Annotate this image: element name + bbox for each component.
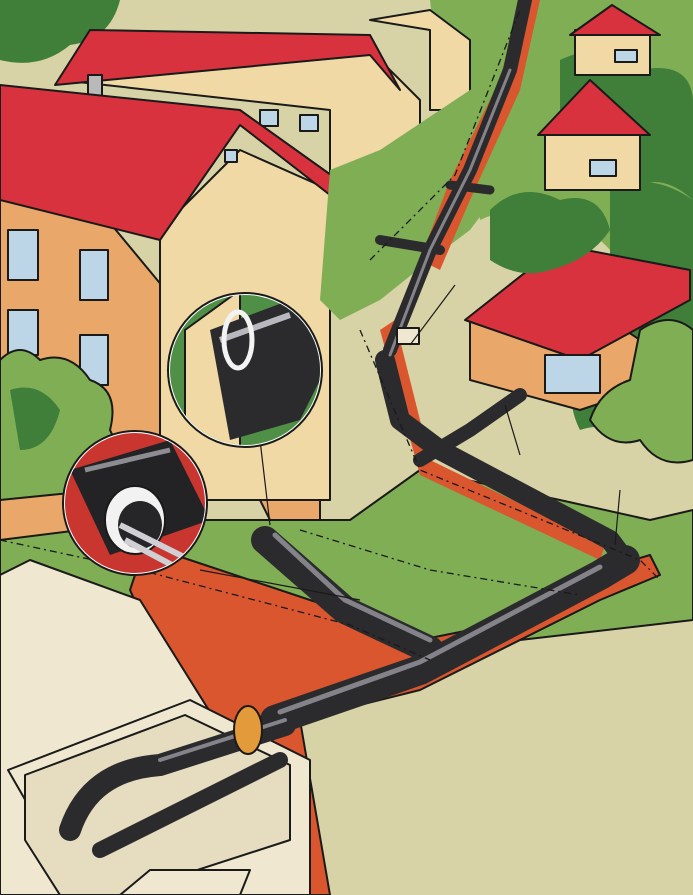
far-house-1	[569, 4, 661, 76]
cable-lines	[0, 9, 661, 661]
pipeline	[251, 0, 640, 735]
trees-right	[490, 192, 693, 464]
far-house-2	[537, 79, 651, 191]
magnifier-pipe-section-icon	[62, 430, 208, 576]
pipe-junction-box	[396, 327, 420, 345]
magnifier-wall-entry-icon	[167, 292, 323, 448]
concrete-shaft	[0, 559, 311, 895]
callout-leaders	[199, 284, 621, 601]
